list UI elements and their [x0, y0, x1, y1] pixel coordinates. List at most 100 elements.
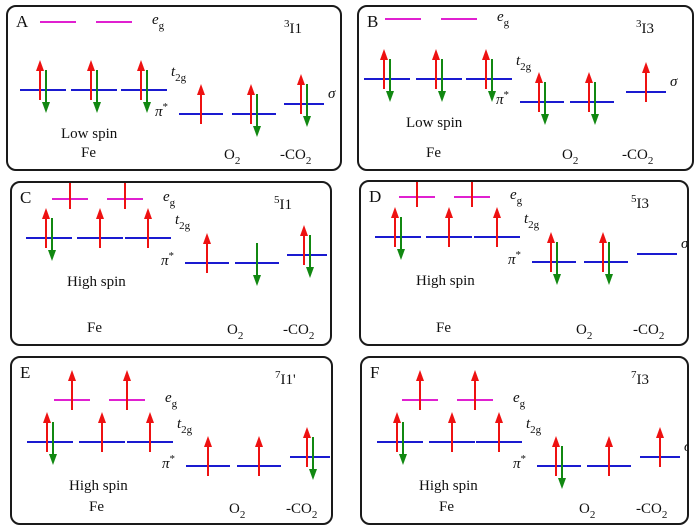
sigma-label: σ — [684, 439, 687, 455]
t2g-spin-up-arrow-head — [144, 208, 152, 219]
pi-star-label: π* — [496, 89, 509, 108]
o2-label: O2 — [227, 322, 243, 342]
spin-state-label: High spin — [419, 478, 478, 494]
t2g-spin-up-arrow-head — [380, 49, 388, 60]
pi-star-spin-up-arrow-head — [599, 232, 607, 243]
t2g-spin-up-arrow-head — [98, 412, 106, 423]
pi-star-label: π* — [161, 250, 174, 269]
pi-star-label: π* — [155, 101, 168, 120]
pi-star-label: π* — [508, 249, 521, 268]
pi-star-spin-down-arrow-head — [591, 114, 599, 125]
spin-state-label: High spin — [67, 274, 126, 290]
t2g-spin-down-arrow-head — [397, 249, 405, 260]
eg-spin-up-arrow-head — [416, 370, 424, 381]
t2g-spin-down-arrow-head — [488, 91, 496, 102]
eg-label: eg — [163, 189, 176, 209]
state-label: 7I1' — [275, 369, 296, 388]
t2g-spin-up-arrow-head — [146, 412, 154, 423]
t2g-label: t2g — [524, 211, 540, 231]
t2g-spin-up-arrow-head — [87, 60, 95, 71]
t2g-spin-down-arrow-head — [399, 454, 407, 465]
pi-star-spin-down-arrow-head — [553, 274, 561, 285]
pi-star-spin-down-arrow-head — [253, 275, 261, 286]
sigma-spin-down-arrow-head — [303, 116, 311, 127]
t2g-spin-up-arrow-head — [432, 49, 440, 60]
eg-label: eg — [497, 9, 510, 29]
pi-star-spin-up-arrow-head — [547, 232, 555, 243]
sigma-spin-up-arrow-head — [656, 427, 664, 438]
sigma-spin-up-arrow-head — [642, 62, 650, 73]
panel-letter: F — [370, 363, 379, 382]
pi-star-spin-up-arrow-head — [197, 84, 205, 95]
sigma-label: σ — [670, 74, 678, 90]
state-label: 5I3 — [631, 193, 649, 212]
spin-state-label: Low spin — [61, 126, 118, 142]
panel-letter: E — [20, 363, 30, 382]
co2-label: -CO2 — [622, 147, 653, 167]
eg-spin-up-arrow-head — [471, 370, 479, 381]
o2-label: O2 — [562, 147, 578, 167]
t2g-spin-down-arrow-head — [143, 102, 151, 113]
state-label: 5I1 — [274, 194, 292, 213]
pi-star-spin-up-arrow-head — [552, 436, 560, 447]
t2g-spin-down-arrow-head — [438, 91, 446, 102]
t2g-spin-up-arrow-head — [445, 207, 453, 218]
t2g-spin-up-arrow-head — [391, 207, 399, 218]
panel-letter: B — [367, 12, 378, 31]
t2g-spin-up-arrow-head — [493, 207, 501, 218]
t2g-spin-down-arrow-head — [48, 250, 56, 261]
pi-star-spin-down-arrow-head — [558, 478, 566, 489]
pi-star-label: π* — [162, 453, 175, 472]
fe-label: Fe — [87, 320, 102, 336]
fe-label: Fe — [439, 499, 454, 515]
eg-label: eg — [513, 390, 526, 410]
sigma-spin-up-arrow-head — [300, 225, 308, 236]
sigma-label: σ — [681, 236, 687, 252]
spin-state-label: High spin — [69, 478, 128, 494]
eg-label: eg — [165, 390, 178, 410]
t2g-spin-up-arrow-head — [43, 412, 51, 423]
fe-label: Fe — [81, 145, 96, 161]
o2-label: O2 — [224, 147, 240, 167]
state-label: 7I3 — [631, 369, 649, 388]
state-label: 3I3 — [636, 18, 654, 37]
t2g-label: t2g — [177, 416, 193, 436]
eg-spin-up-arrow-head — [68, 370, 76, 381]
pi-star-spin-down-arrow-head — [253, 126, 261, 137]
eg-label: eg — [152, 12, 165, 32]
pi-star-spin-up-arrow-head — [605, 436, 613, 447]
t2g-spin-up-arrow-head — [393, 412, 401, 423]
sigma-spin-up-arrow-head — [297, 74, 305, 85]
pi-star-spin-up-arrow-head — [585, 72, 593, 83]
pi-star-spin-down-arrow-head — [541, 114, 549, 125]
pi-star-spin-up-arrow-head — [255, 436, 263, 447]
fe-label: Fe — [436, 320, 451, 336]
t2g-spin-down-arrow-head — [49, 454, 57, 465]
fe-label: Fe — [89, 499, 104, 515]
t2g-label: t2g — [516, 53, 532, 73]
panel-letter: D — [369, 187, 381, 206]
t2g-spin-up-arrow-head — [448, 412, 456, 423]
t2g-spin-down-arrow-head — [42, 102, 50, 113]
co2-label: -CO2 — [633, 322, 664, 342]
panel-letter: C — [20, 188, 31, 207]
fe-label: Fe — [426, 145, 441, 161]
eg-label: eg — [510, 187, 523, 207]
o2-label: O2 — [576, 322, 592, 342]
co2-label: -CO2 — [283, 322, 314, 342]
eg-spin-up-arrow-head — [123, 370, 131, 381]
co2-label: -CO2 — [280, 147, 311, 167]
pi-star-spin-up-arrow-head — [247, 84, 255, 95]
t2g-label: t2g — [171, 64, 187, 84]
co2-label: -CO2 — [636, 501, 667, 521]
